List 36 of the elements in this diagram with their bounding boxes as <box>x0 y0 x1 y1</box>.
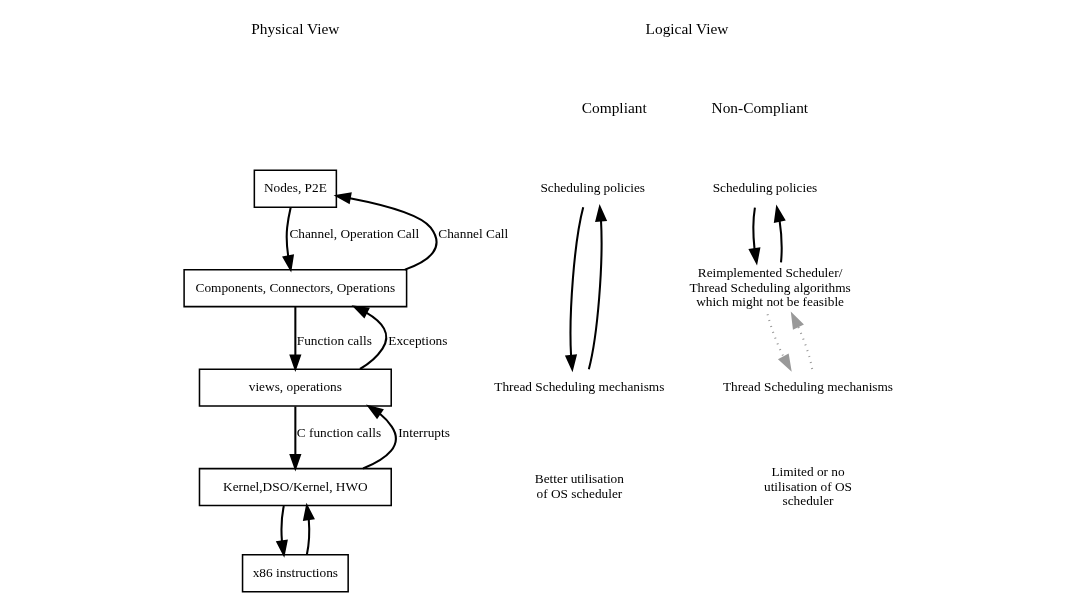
edge-label: Channel, Operation Call <box>289 226 420 242</box>
arrow <box>351 305 388 370</box>
arrow <box>333 192 438 271</box>
label: Better utilisation of OS scheduler <box>534 471 624 501</box>
edge-label: Exceptions <box>388 332 448 348</box>
node-text: Scheduling policies <box>712 180 818 196</box>
label: Logical View <box>645 20 729 38</box>
arrow <box>275 505 288 558</box>
arrow <box>564 206 585 373</box>
arrow <box>773 204 786 263</box>
label: Physical View <box>251 20 340 38</box>
edge-label: Interrupts <box>398 425 450 441</box>
node-text: Thread Scheduling mechanisms <box>494 379 665 395</box>
label: Compliant <box>581 99 647 117</box>
node-text: Scheduling policies <box>540 180 646 196</box>
edge-label: Channel Call <box>438 226 509 242</box>
node-text: Reimplemented Scheduler/ Thread Scheduling algorithms which might not be feasible <box>689 265 851 309</box>
label: Non-Compliant <box>711 99 809 117</box>
node-box: views, operations <box>198 368 392 407</box>
node-box: Nodes, P2E <box>253 169 338 208</box>
arrow <box>302 502 315 555</box>
arrow <box>790 311 814 370</box>
arrow <box>766 314 792 372</box>
arrow <box>289 307 302 372</box>
arrow <box>289 406 302 472</box>
node-box: x86 instructions <box>241 554 349 593</box>
edge-label: Function calls <box>296 332 372 348</box>
arrow <box>748 207 761 266</box>
label: Limited or no utilisation of OS scheduler <box>764 464 853 508</box>
node-box: Kernel,DSO/Kernel, HWO <box>198 467 392 507</box>
node-text: Thread Scheduling mechanisms <box>723 379 894 395</box>
node-box: Components, Connectors, Operations <box>183 268 408 308</box>
edge-label: C function calls <box>296 425 382 441</box>
arrow <box>587 204 608 370</box>
arrow <box>362 404 397 470</box>
arrow <box>282 207 295 273</box>
